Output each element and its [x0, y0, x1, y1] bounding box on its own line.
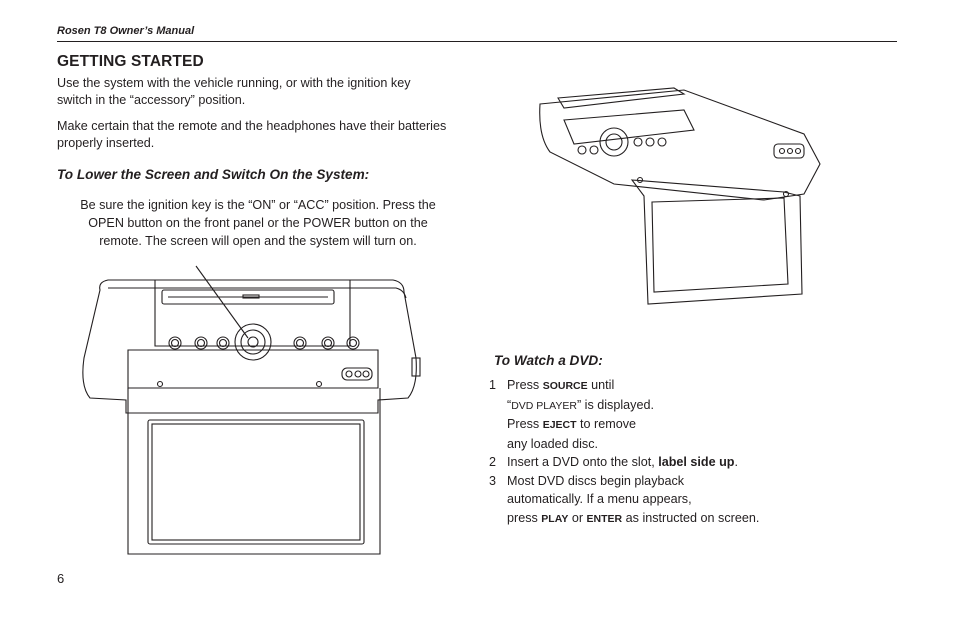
- perspective-view-illustration: [539, 87, 821, 305]
- source-key-label: SOURCE: [542, 380, 588, 392]
- step-3: 3 Most DVD discs begin playback automatic…: [489, 472, 759, 529]
- play-key-label: PLAY: [541, 512, 569, 525]
- step-3-line-2: automatically. If a menu appears,: [507, 492, 692, 506]
- step-3-line-3: press PLAY or ENTER as instructed on scr…: [507, 510, 760, 525]
- dvd-player-label: DVD PLAYER: [511, 399, 577, 412]
- lower-screen-heading: To Lower the Screen and Switch On the Sy…: [57, 167, 370, 182]
- running-head: Rosen T8 Owner’s Manual: [57, 25, 195, 37]
- step-1: 1 Press SOURCE until “DVD PLAYER” is disp…: [489, 376, 759, 453]
- step-1-line-3: Press EJECT to remove: [507, 417, 637, 431]
- step-1-line-4: any loaded disc.: [507, 436, 599, 451]
- lower-screen-instructions: Be sure the ignition key is the “ON” or …: [80, 198, 436, 248]
- dvd-steps-list: 1 Press SOURCE until “DVD PLAYER” is disp…: [489, 376, 759, 528]
- step-2-text: Insert a DVD onto the slot,: [507, 455, 655, 469]
- step-1-line-2: “DVD PLAYER” is displayed.: [507, 397, 654, 412]
- section-title: GETTING STARTED: [57, 53, 204, 70]
- header-rule: [57, 41, 897, 42]
- page-number: 6: [57, 571, 65, 586]
- eject-key-label: EJECT: [542, 419, 577, 431]
- enter-key-label: ENTER: [586, 512, 623, 525]
- step-3-number: 3: [489, 473, 497, 488]
- step-1-text-b: until: [591, 378, 615, 392]
- intro-paragraph-1: Use the system with the vehicle running,…: [57, 76, 411, 107]
- step-2-number: 2: [489, 455, 497, 469]
- step-3-text-a: Most DVD discs begin playback: [507, 473, 685, 488]
- intro-paragraph-2: Make certain that the remote and the hea…: [57, 119, 447, 150]
- label-side-up-emphasis: label side up: [658, 455, 735, 469]
- front-view-illustration: [82, 265, 421, 555]
- watch-dvd-heading: To Watch a DVD:: [494, 353, 603, 368]
- step-1-number: 1: [489, 378, 497, 392]
- step-1-text-a: Press: [507, 378, 540, 392]
- step-2: 2 Insert a DVD onto the slot, label side …: [489, 453, 759, 472]
